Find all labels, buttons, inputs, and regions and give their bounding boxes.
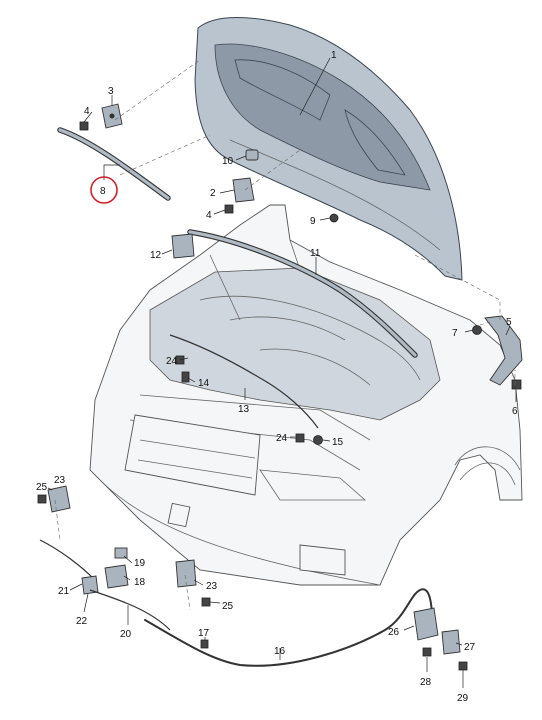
clip-22 [81, 575, 99, 595]
label-28: 28 [420, 677, 432, 688]
hood-seal-strip [57, 127, 171, 201]
hood-hinge-bracket-3 [101, 103, 123, 129]
car-front-body [89, 204, 523, 586]
bolt-24-lower [295, 433, 305, 443]
label-12: 12 [150, 250, 162, 261]
bump-stop-10 [245, 149, 259, 161]
cable-20 [89, 589, 171, 631]
label-3: 3 [108, 86, 114, 97]
callout-labels: 1 2 3 4 4 5 6 7 8 9 10 11 12 13 14 15 16… [36, 50, 518, 704]
label-10: 10 [222, 156, 234, 167]
clip-9 [329, 213, 339, 223]
label-24-upper: 24 [166, 356, 178, 367]
label-27: 27 [464, 642, 476, 653]
clip-17 [200, 639, 209, 649]
label-25-center: 25 [222, 601, 234, 612]
label-19: 19 [134, 558, 146, 569]
label-20: 20 [120, 629, 132, 640]
label-14: 14 [198, 378, 210, 389]
leader-lines [47, 57, 517, 688]
label-11: 11 [310, 248, 321, 259]
label-4-upper: 4 [84, 106, 90, 117]
label-24-lower: 24 [276, 433, 288, 444]
hood-panel [194, 17, 463, 281]
label-21: 21 [58, 586, 70, 597]
label-9: 9 [310, 216, 316, 227]
label-5: 5 [506, 317, 512, 328]
cable-21 [39, 539, 96, 581]
label-26: 26 [388, 627, 400, 638]
bolt-29 [458, 661, 468, 671]
label-16: 16 [274, 646, 286, 657]
bolt-4-lower [224, 204, 234, 214]
label-6: 6 [512, 406, 518, 417]
label-29: 29 [457, 693, 469, 704]
label-17: 17 [198, 628, 210, 639]
release-handle-26 [413, 607, 439, 641]
bolt-25-left [37, 494, 47, 504]
hinge-5 [484, 315, 523, 386]
highlight-circle-8 [90, 176, 118, 204]
label-8: 8 [100, 186, 106, 197]
label-4-lower: 4 [206, 210, 212, 221]
label-15: 15 [332, 437, 344, 448]
label-25-left: 25 [36, 482, 48, 493]
release-cable-16 [144, 588, 433, 667]
label-18: 18 [134, 577, 146, 588]
clip-14 [181, 371, 190, 383]
bolt-4-upper [79, 121, 89, 131]
label-7: 7 [452, 328, 458, 339]
hood-prop-rod [187, 229, 418, 358]
release-cable-13 [169, 334, 319, 429]
lock-23-left [47, 485, 71, 513]
label-23-center: 23 [206, 581, 218, 592]
nut-7 [472, 325, 482, 335]
nut-15 [313, 435, 323, 445]
label-22: 22 [76, 616, 88, 627]
assembly-dashed-lines [54, 59, 516, 611]
bolt-25-center [201, 597, 211, 607]
hood-lock-striker-2 [232, 177, 255, 203]
bracket-12 [171, 233, 195, 259]
label-13: 13 [238, 404, 250, 415]
holder-18 [104, 564, 129, 589]
lock-23-center [175, 559, 197, 588]
bolt-28 [422, 647, 432, 657]
label-1: 1 [331, 50, 337, 61]
bracket-19 [114, 547, 128, 559]
cover-27 [441, 629, 461, 655]
label-2: 2 [210, 188, 216, 199]
label-23-left: 23 [54, 475, 66, 486]
bolt-6 [511, 379, 522, 390]
